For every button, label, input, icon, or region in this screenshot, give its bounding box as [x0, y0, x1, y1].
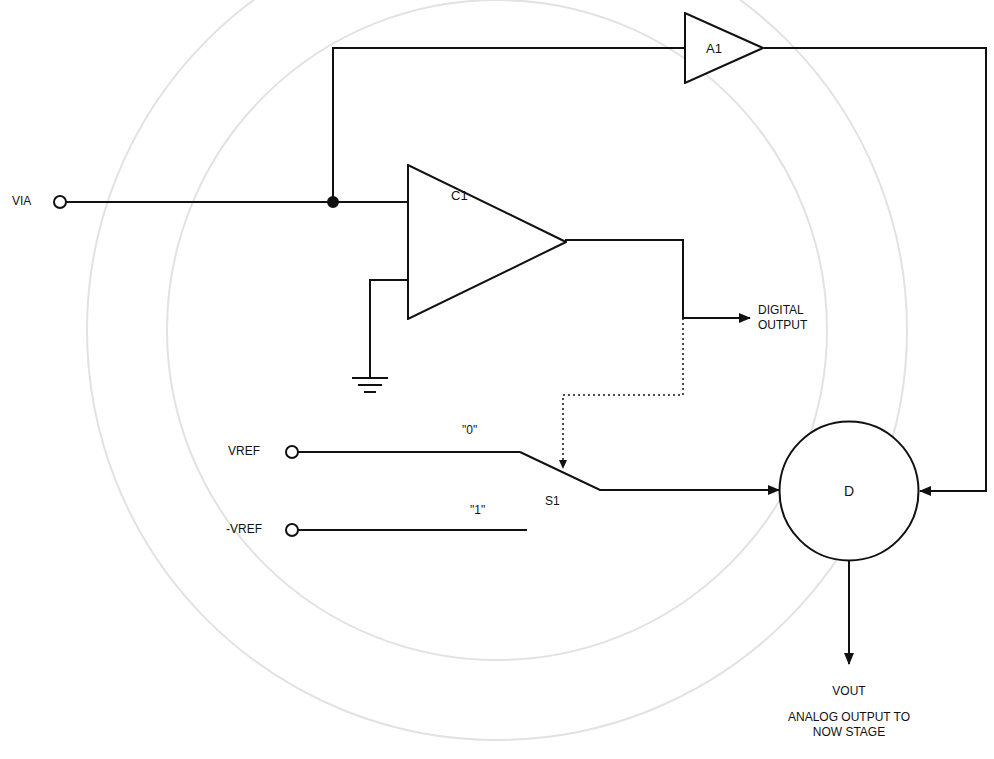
ground-wire: [370, 280, 408, 378]
ground-symbol: [364, 391, 376, 393]
neg-vref-terminal: [286, 524, 298, 536]
signal-connector: [764, 48, 986, 491]
analog-output-wire: [848, 560, 850, 664]
neg-vref-wire: [298, 529, 527, 531]
ground-symbol: [352, 377, 388, 379]
shape-outline: [407, 164, 567, 320]
vref-wire: [298, 451, 520, 453]
switch-s1: [520, 452, 779, 490]
ground-symbol: [358, 384, 382, 386]
signal-name: VOUT: [832, 684, 865, 699]
switch-position: "1": [470, 503, 485, 518]
output-label: DIGITAL OUTPUT: [758, 303, 848, 333]
digital-output-wire: [565, 240, 750, 318]
signal-name: VIA: [12, 194, 31, 209]
comparator-triangle: C1: [407, 164, 567, 320]
switch-name: S1: [545, 494, 560, 509]
signal-name: VREF: [228, 444, 260, 459]
node-label: D: [844, 483, 854, 499]
output-label: ANALOG OUTPUT TO NOW STAGE: [774, 710, 924, 740]
amplifier-triangle: A1: [684, 12, 764, 84]
watermark-seal: [87, 0, 907, 740]
switch-position: "0": [462, 423, 477, 438]
shape-outline: [684, 12, 764, 84]
signal-name: -VREF: [226, 522, 262, 537]
vref-terminal: [286, 446, 298, 458]
input-wire: [66, 201, 408, 203]
node-label: A1: [706, 41, 722, 56]
input-wire: [333, 48, 685, 202]
junction-dot: [328, 197, 338, 207]
subtractor-circle: D: [778, 420, 920, 562]
node-label: C1: [451, 188, 468, 203]
control-line: [563, 318, 683, 468]
input-terminal: [54, 196, 66, 208]
